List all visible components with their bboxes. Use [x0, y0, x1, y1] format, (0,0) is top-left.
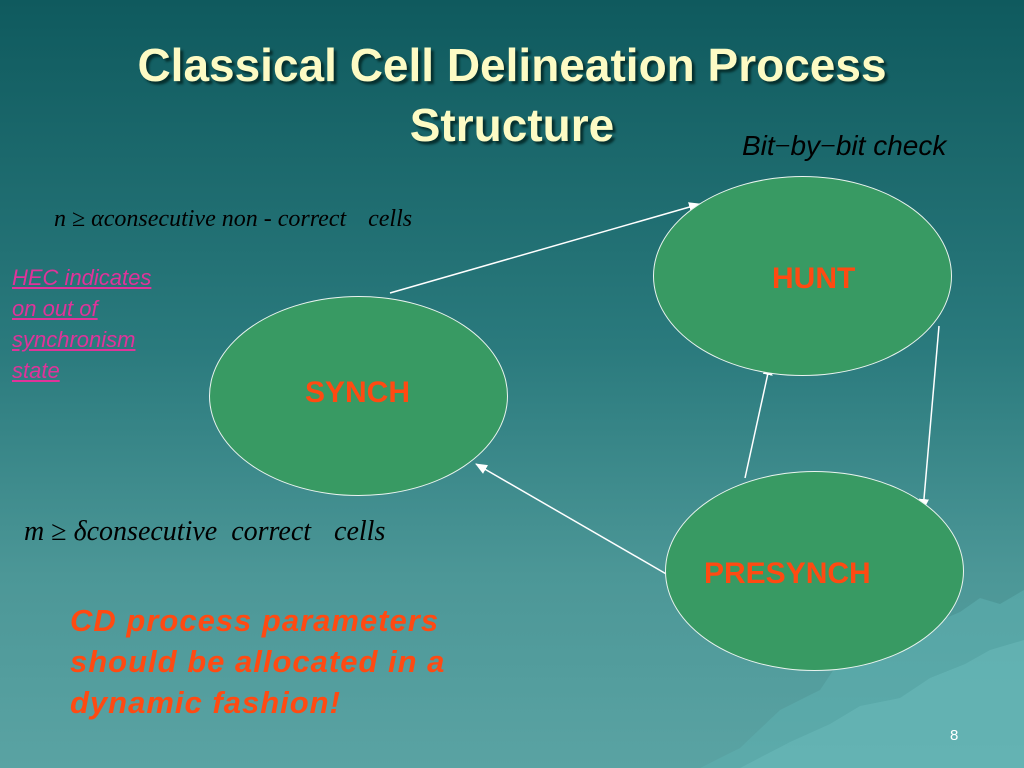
cd-note-line: CD process parameters [70, 603, 440, 638]
condition-var-m: m [24, 516, 45, 547]
condition-operator: ≥ [51, 516, 67, 547]
presynch-to-synch-condition: m ≥ δconsecutive correct cells [24, 516, 385, 548]
condition-tail: cells [368, 206, 413, 232]
hunt-check-part-a: Bit [742, 130, 775, 161]
hunt-check-part-b: by [790, 130, 821, 161]
hunt-check-dash-1: − [774, 131, 791, 162]
condition-text: consecutive correct [86, 516, 312, 547]
arrow-presynch-to-hunt [744, 363, 773, 479]
slide-title-line-2: Structure [409, 99, 615, 151]
hec-note-line: on out of [12, 296, 98, 321]
hec-note-line: HEC indicates [12, 265, 152, 290]
cd-note-line: dynamic fashion! [70, 685, 341, 720]
slide-number: 8 [950, 727, 959, 744]
condition-param-delta: δ [73, 516, 87, 547]
synch-state-node [209, 296, 508, 496]
hunt-check-label: Bit−by−bit check [742, 130, 946, 163]
hunt-state-node [653, 176, 952, 376]
hunt-state-label: HUNT [772, 262, 856, 295]
condition-param-alpha: α [91, 206, 104, 232]
slide-title-line-1: Classical Cell Delineation Process [137, 39, 887, 91]
hec-note-link[interactable]: HEC indicates on out of synchronism stat… [12, 262, 202, 386]
synch-to-hunt-condition: n ≥ αconsecutive non - correct cells [54, 206, 412, 233]
arrow-presynch-to-synch [475, 463, 669, 576]
hec-note-line: synchronism [12, 327, 136, 352]
background-mountain-shape-front [740, 640, 1024, 768]
hunt-check-dash-2: − [820, 131, 836, 162]
hec-note-line: state [12, 358, 60, 383]
hunt-check-part-c: bit check [835, 130, 947, 161]
arrow-hunt-to-presynch [918, 325, 940, 511]
synch-state-label: SYNCH [305, 376, 411, 409]
cd-note-line: should be allocated in a [70, 644, 446, 679]
arrow-synch-to-hunt [389, 202, 701, 294]
presynch-state-label: PRESYNCH [704, 557, 871, 590]
condition-operator: ≥ [72, 206, 86, 232]
condition-tail: cells [334, 516, 386, 547]
condition-var-n: n [54, 206, 66, 232]
condition-text: consecutive non - correct [103, 206, 347, 232]
presynch-state-node [665, 471, 964, 671]
cd-process-note: CD process parameters should be allocate… [70, 600, 550, 723]
